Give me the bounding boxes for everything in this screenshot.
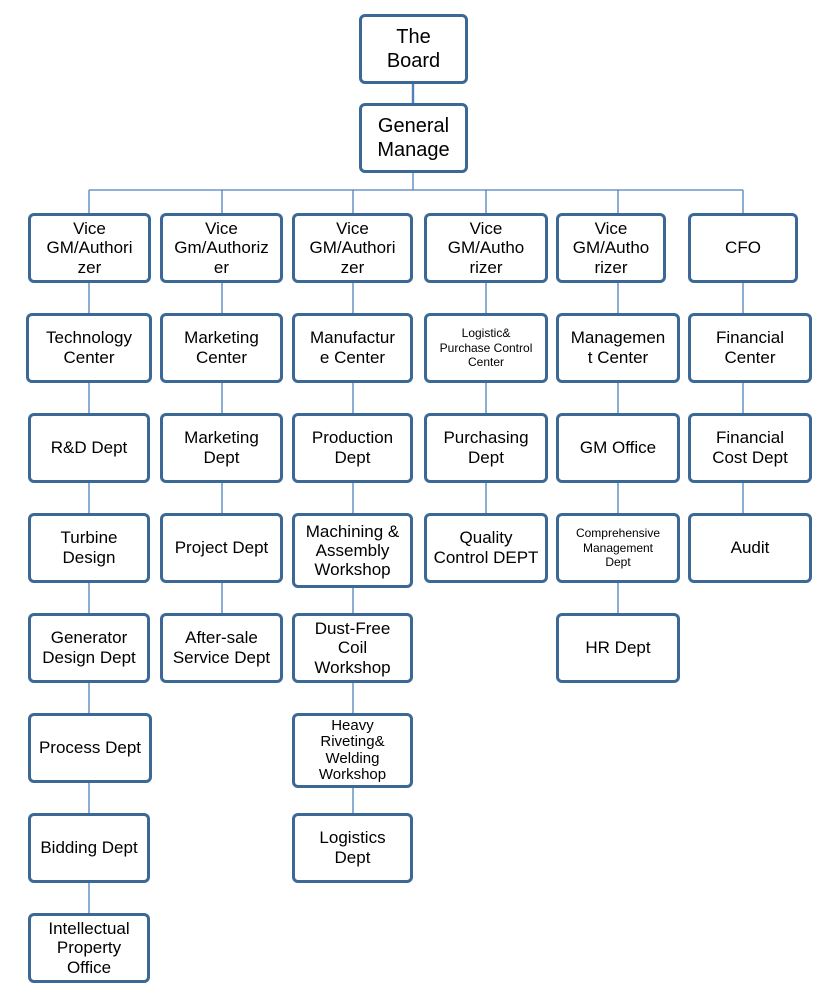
node-bidding-dept: Bidding Dept — [28, 813, 150, 883]
node-audit: Audit — [688, 513, 812, 583]
node-generator-design-dept: Generator Design Dept — [28, 613, 150, 683]
node-comprehensive-management-dept: Comprehensive Management Dept — [556, 513, 680, 583]
node-intellectual-property-office: Intellectual Property Office — [28, 913, 150, 983]
node-financial-center: Financial Center — [688, 313, 812, 383]
node-management-center: Managemen t Center — [556, 313, 680, 383]
node-turbine-design: Turbine Design — [28, 513, 150, 583]
node-process-dept: Process Dept — [28, 713, 152, 783]
node-purchasing-dept: Purchasing Dept — [424, 413, 548, 483]
node-logistics-dept: Logistics Dept — [292, 813, 413, 883]
node-dust-free-coil-workshop: Dust-Free Coil Workshop — [292, 613, 413, 683]
node-the-board: The Board — [359, 14, 468, 84]
node-manufacture-center: Manufactur e Center — [292, 313, 413, 383]
node-logistic-purchase-control-center: Logistic& Purchase Control Center — [424, 313, 548, 383]
node-production-dept: Production Dept — [292, 413, 413, 483]
node-cfo: CFO — [688, 213, 798, 283]
node-vice-gm-2: Vice Gm/Authoriz er — [160, 213, 283, 283]
node-machining-assembly-workshop: Machining & Assembly Workshop — [292, 513, 413, 588]
node-vice-gm-3: Vice GM/Authori zer — [292, 213, 413, 283]
node-hr-dept: HR Dept — [556, 613, 680, 683]
node-marketing-center: Marketing Center — [160, 313, 283, 383]
node-vice-gm-1: Vice GM/Authori zer — [28, 213, 151, 283]
node-rd-dept: R&D Dept — [28, 413, 150, 483]
node-heavy-riveting-welding-workshop: Heavy Riveting& Welding Workshop — [292, 713, 413, 788]
node-gm-office: GM Office — [556, 413, 680, 483]
node-marketing-dept: Marketing Dept — [160, 413, 283, 483]
node-vice-gm-4: Vice GM/Autho rizer — [424, 213, 548, 283]
node-after-sale-service-dept: After-sale Service Dept — [160, 613, 283, 683]
node-quality-control-dept: Quality Control DEPT — [424, 513, 548, 583]
node-general-manage: General Manage — [359, 103, 468, 173]
node-project-dept: Project Dept — [160, 513, 283, 583]
node-technology-center: Technology Center — [26, 313, 152, 383]
node-financial-cost-dept: Financial Cost Dept — [688, 413, 812, 483]
node-vice-gm-5: Vice GM/Autho rizer — [556, 213, 666, 283]
